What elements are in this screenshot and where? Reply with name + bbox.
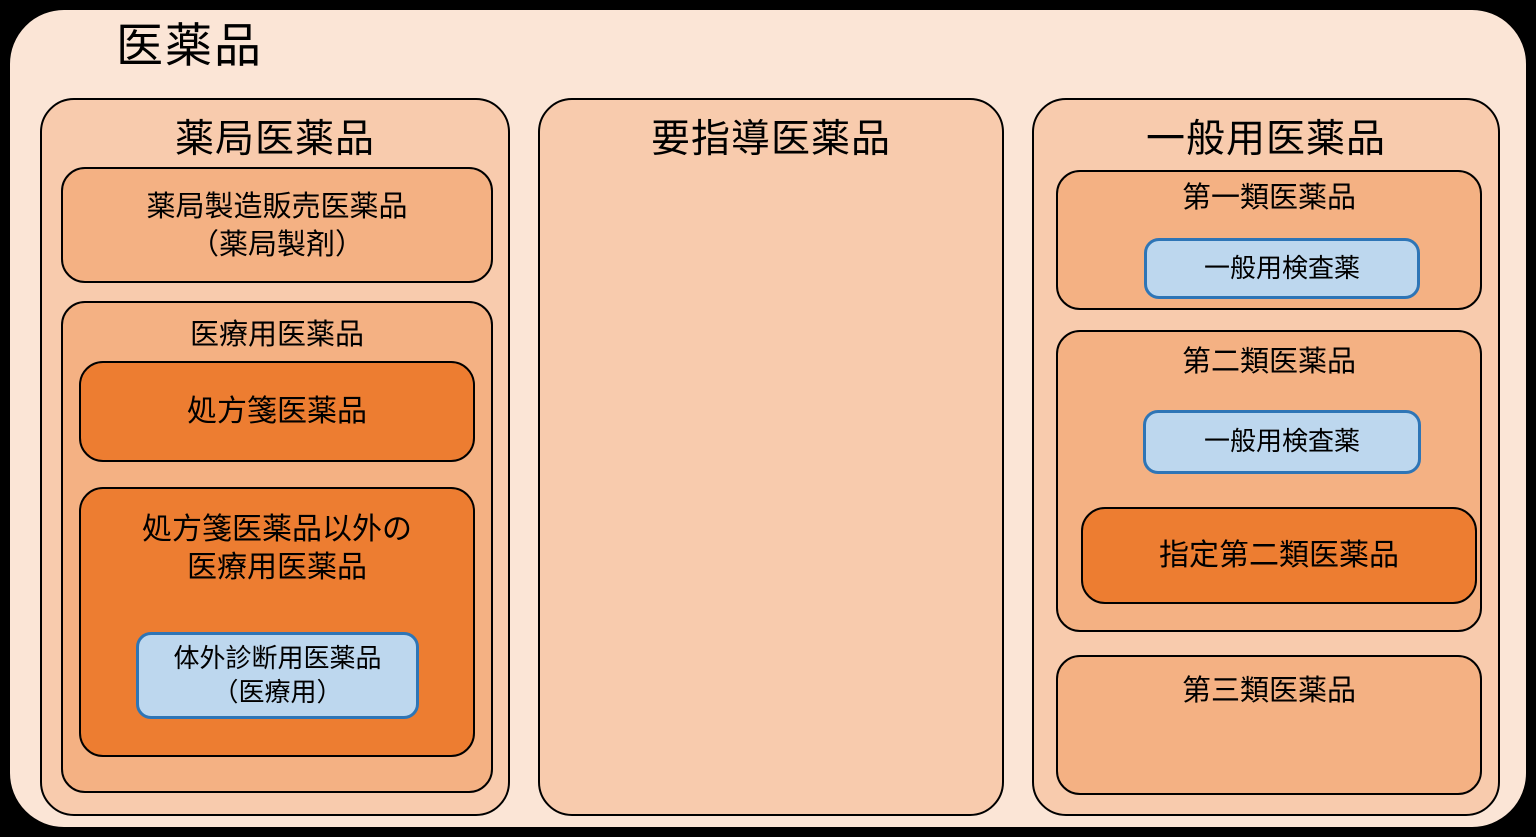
otc-drugs-column: 一般用医薬品 第一類医薬品 一般用検査薬 第二類医薬品 一般用検査薬 指定第二類… [1032,98,1500,816]
class1-drugs-label: 第一類医薬品 [1181,180,1356,214]
non-prescription-medical-drugs-label: 処方箋医薬品以外の 医療用医薬品 [142,512,412,585]
diagram-title: 医薬品 [116,19,263,74]
class2-general-test-drugs-box: 一般用検査薬 [1143,410,1421,474]
non-prescription-medical-drugs-box: 処方箋医薬品以外の 医療用医薬品 体外診断用医薬品 （医療用） [79,487,475,757]
ivd-medical-drugs-box: 体外診断用医薬品 （医療用） [136,632,419,719]
guidance-required-drugs-header: 要指導医薬品 [650,117,891,162]
prescription-drugs-box: 処方箋医薬品 [79,361,475,462]
class1-general-test-drugs-box: 一般用検査薬 [1144,238,1420,299]
pharmacy-drugs-column: 薬局医薬品 薬局製造販売医薬品 （薬局製剤） 医療用医薬品 処方箋医薬品 処方箋… [40,98,510,816]
drugs-outer-container: 医薬品 薬局医薬品 薬局製造販売医薬品 （薬局製剤） 医療用医薬品 処方箋医薬品… [8,8,1528,829]
class2-drugs-label: 第二類医薬品 [1181,344,1356,378]
designated-class2-drugs-box: 指定第二類医薬品 [1081,507,1477,604]
otc-drugs-header: 一般用医薬品 [1145,117,1386,162]
guidance-required-drugs-column: 要指導医薬品 [538,98,1004,816]
medical-use-drugs-box: 医療用医薬品 処方箋医薬品 処方箋医薬品以外の 医療用医薬品 体外診断用医薬品 … [61,301,493,793]
pharmacy-drugs-header: 薬局医薬品 [174,117,375,162]
pharmacy-compounded-drugs-box: 薬局製造販売医薬品 （薬局製剤） [61,167,493,283]
class3-drugs-label: 第三類医薬品 [1181,673,1356,707]
class2-drugs-box: 第二類医薬品 一般用検査薬 指定第二類医薬品 [1056,330,1482,632]
class3-drugs-box: 第三類医薬品 [1056,655,1482,795]
medical-use-drugs-label: 医療用医薬品 [189,317,364,351]
class1-drugs-box: 第一類医薬品 一般用検査薬 [1056,170,1482,310]
